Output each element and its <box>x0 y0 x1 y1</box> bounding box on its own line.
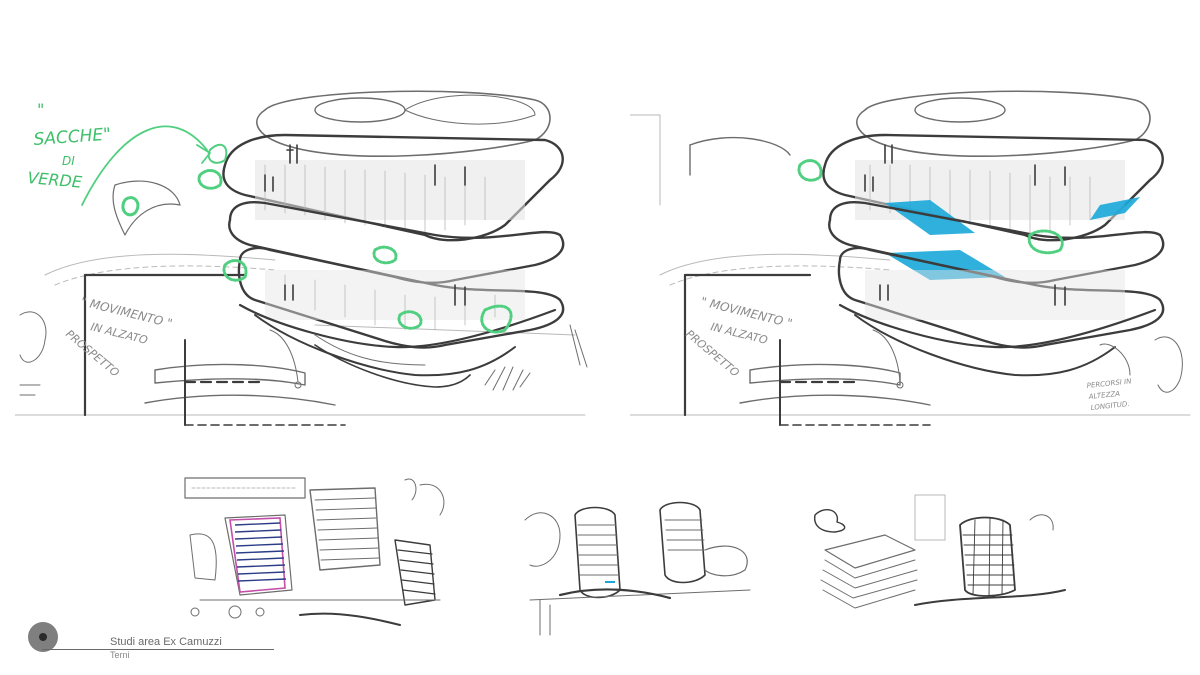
left-building-sketch <box>15 90 588 426</box>
right-note-line3: LONGITUD. <box>1090 400 1130 412</box>
circle-logo-icon <box>28 622 58 652</box>
logo-dot <box>39 633 47 641</box>
right-note-line2: ALTEZZA <box>1087 390 1120 401</box>
footer-divider <box>42 649 274 650</box>
green-annotation-line3: VERDE <box>27 168 84 192</box>
green-quote: " <box>37 100 44 119</box>
green-annotation-line1: SACCHE" <box>33 125 112 150</box>
movement-line2-right: IN ALZATO <box>709 320 769 347</box>
study-sketch-3 <box>813 494 1066 609</box>
study-sketch-1 <box>184 477 445 626</box>
footer-title: Studi area Ex Camuzzi <box>110 636 222 648</box>
movement-line2-left: IN ALZATO <box>89 320 149 347</box>
footer: Studi area Ex Camuzzi Terni <box>28 620 288 660</box>
right-note-line1: PERCORSI IN <box>1086 378 1132 390</box>
footer-subtitle: Terni <box>110 650 130 660</box>
green-annotation-line2: DI <box>62 154 75 168</box>
right-note-annotation: PERCORSI IN ALTEZZA LONGITUD. <box>1086 378 1132 412</box>
green-pockets-annotation: " SACCHE" DI VERDE <box>27 100 211 206</box>
study-sketch-2 <box>524 501 751 636</box>
movement-annotation-left: " MOVIMENTO " IN ALZATO PROSPETTO <box>63 294 174 379</box>
movement-annotation-right: " MOVIMENTO " IN ALZATO PROSPETTO <box>683 294 794 379</box>
right-building-sketch <box>630 90 1191 426</box>
